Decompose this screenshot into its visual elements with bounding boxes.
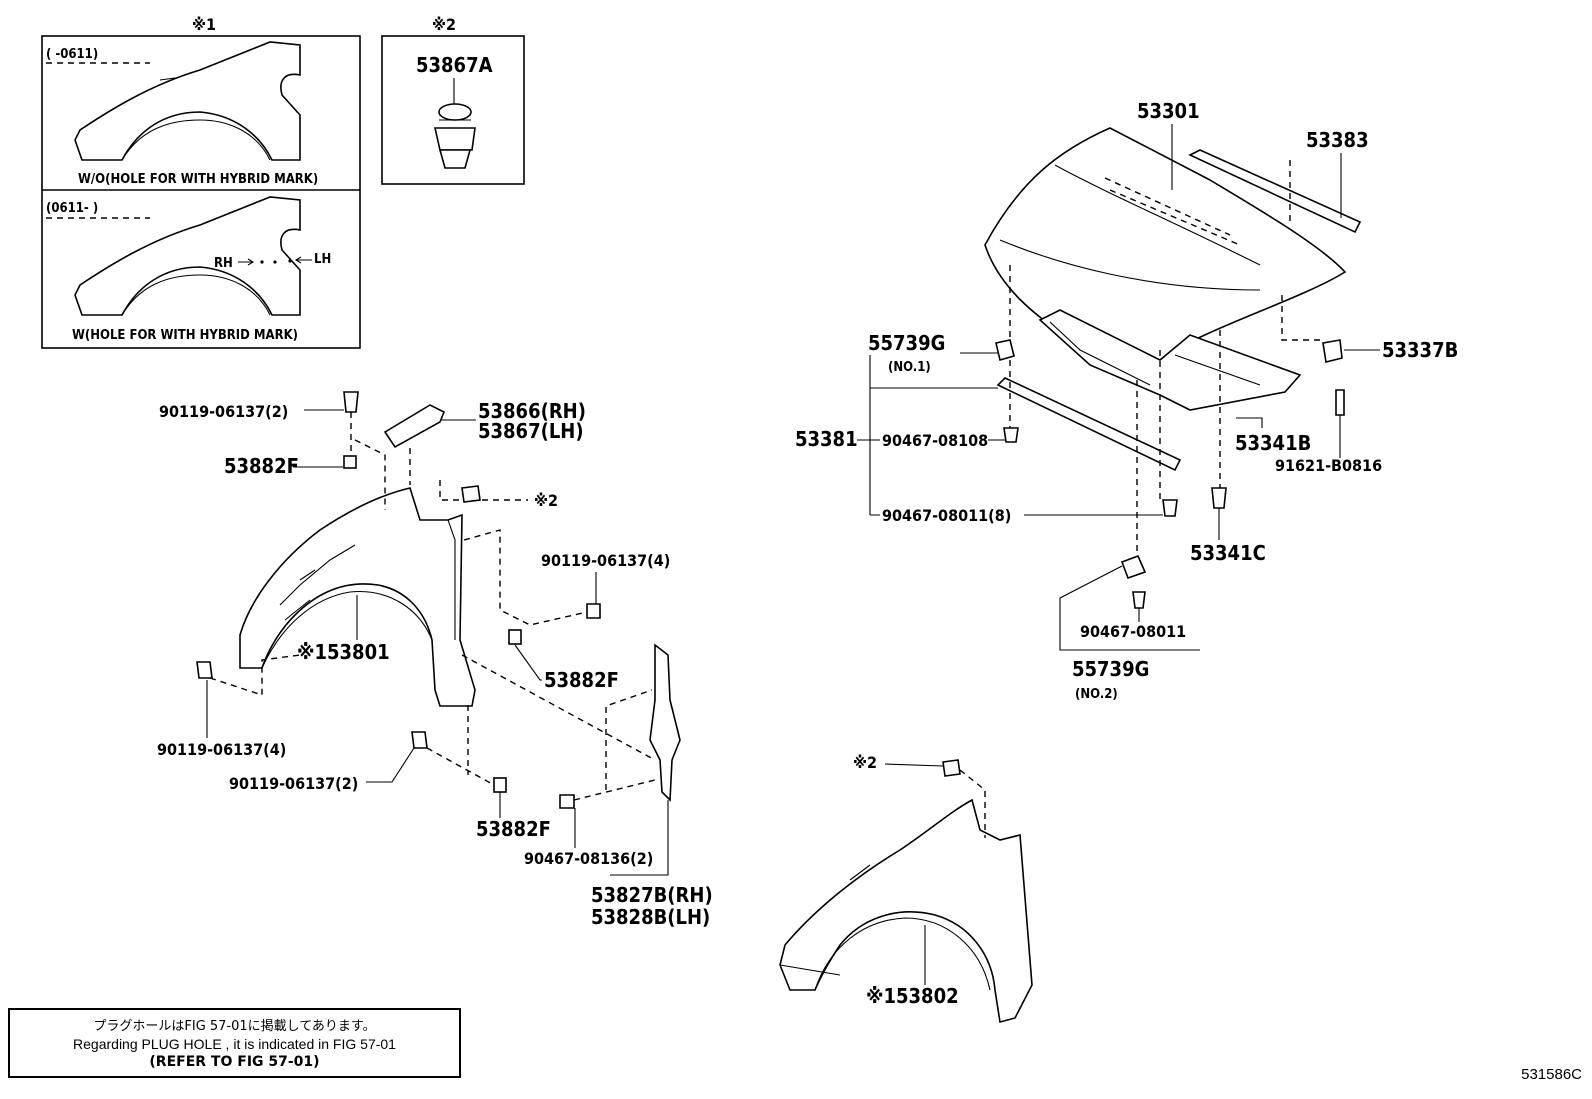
label-53341b: 53341B [1235,431,1311,455]
label-91621-b0816: 91621-B0816 [1275,456,1382,475]
clip-53341c-icon [1211,487,1227,509]
label-90119-06137-2-bottom: 90119-06137(2) [229,774,358,793]
bracket-55739g-1-icon [995,339,1015,361]
label-90467-08011: 90467-08011 [1080,622,1186,641]
fender-without-hole-icon [74,41,301,161]
figure-id: 531586C [1521,1066,1582,1083]
hood-panel-icon [984,127,1347,361]
inset-1-frame [41,35,361,349]
lh-label: LH [314,252,331,267]
bracket-53337b-icon [1322,339,1343,363]
label-53882f-a: 53882F [224,454,299,478]
inset-1-marker: ※1 [192,15,216,34]
label-90119-06137-2-top: 90119-06137(2) [159,402,288,421]
label-53341c: 53341C [1190,541,1266,565]
label-55739g-1: 55739G [868,331,945,355]
rh-label: RH [214,256,233,271]
inset-2-frame [381,35,525,185]
front-fender-icon [779,798,1033,1024]
label-53383: 53383 [1306,128,1369,152]
fender-53802 [779,759,1033,1024]
label-53867: 53867(LH) [478,419,584,443]
hood-retainer-icon [996,377,1182,472]
fender-with-hole-icon [74,196,301,316]
clip-90467-08011-8-icon [1162,499,1178,517]
label-53801: ※153801 [297,640,390,664]
clip-2-a-icon [461,485,481,503]
stud-91621-icon [1335,389,1345,416]
fender-liner-assembly [196,391,681,809]
label-90467-08136: 90467-08136(2) [524,849,653,868]
inset-2: ※2 53867A [381,15,525,185]
inset-1: ※1 ( -0611) W/O(HOLE FOR WITH HYBRID MAR… [41,15,361,349]
label-90467-08108: 90467-08108 [882,431,988,450]
clip-90467-08108-icon [1003,427,1019,443]
clip-icon [433,103,476,169]
label-53828b: 53828B(LH) [591,905,710,929]
note-line-jp: プラグホールはFIG 57-01に掲載してあります。 [93,1019,376,1034]
label-90119-06137-4-left: 90119-06137(4) [157,740,286,759]
bracket-53866-icon [383,404,446,449]
inset-1-top-range: ( -0611) [46,47,98,62]
clip-2-b-icon [942,759,961,777]
nut-53882f-b-icon [508,629,522,645]
seal-53827b-icon [649,643,681,802]
clip-90467-08011-icon [1132,591,1146,609]
label-mark2-b: ※2 [853,753,877,772]
label-53381: 53381 [795,427,858,451]
screw-90119-right-icon [586,603,601,619]
clip-90467-08136-icon [559,794,575,809]
label-53882f-c: 53882F [476,817,551,841]
nut-53882f-a-icon [343,455,357,469]
nut-53882f-c-icon [493,777,507,793]
label-53301: 53301 [1137,99,1200,123]
label-53337b: 53337B [1382,338,1458,362]
label-90119-06137-4-right: 90119-06137(4) [541,551,670,570]
hood-assembly [984,127,1362,609]
label-53802: ※153802 [866,984,959,1008]
label-53866: 53866(RH) [478,399,586,423]
plug-hole-note: プラグホールはFIG 57-01に掲載してあります。 Regarding PLU… [8,1008,461,1078]
label-mark2-a: ※2 [534,491,558,510]
label-53882f-b: 53882F [544,668,619,692]
label-no2: (NO.2) [1075,687,1118,702]
hood-inner-icon [1038,309,1302,411]
screw-90119-top-icon [343,391,359,413]
inset-1-bottom-range: (0611- ) [46,201,98,216]
hood-weatherstrip-icon [1188,149,1362,234]
inset-1-bottom-caption: W(HOLE FOR WITH HYBRID MARK) [72,328,298,343]
screw-90119-left-icon [196,661,213,679]
label-53827b: 53827B(RH) [591,883,713,907]
label-no1: (NO.1) [888,360,931,375]
label-55739g-2: 55739G [1072,657,1149,681]
screw-90119-bottom-icon [411,731,428,749]
inset-2-part: 53867A [416,53,493,77]
bracket-55739g-2-icon [1120,554,1147,580]
inset-2-marker: ※2 [432,15,456,34]
inset-1-top-caption: W/O(HOLE FOR WITH HYBRID MARK) [78,172,318,187]
note-line-refer: (REFER TO FIG 57-01) [149,1054,320,1070]
note-line-en: Regarding PLUG HOLE , it is indicated in… [73,1036,396,1052]
label-90467-08011-8: 90467-08011(8) [882,506,1011,525]
